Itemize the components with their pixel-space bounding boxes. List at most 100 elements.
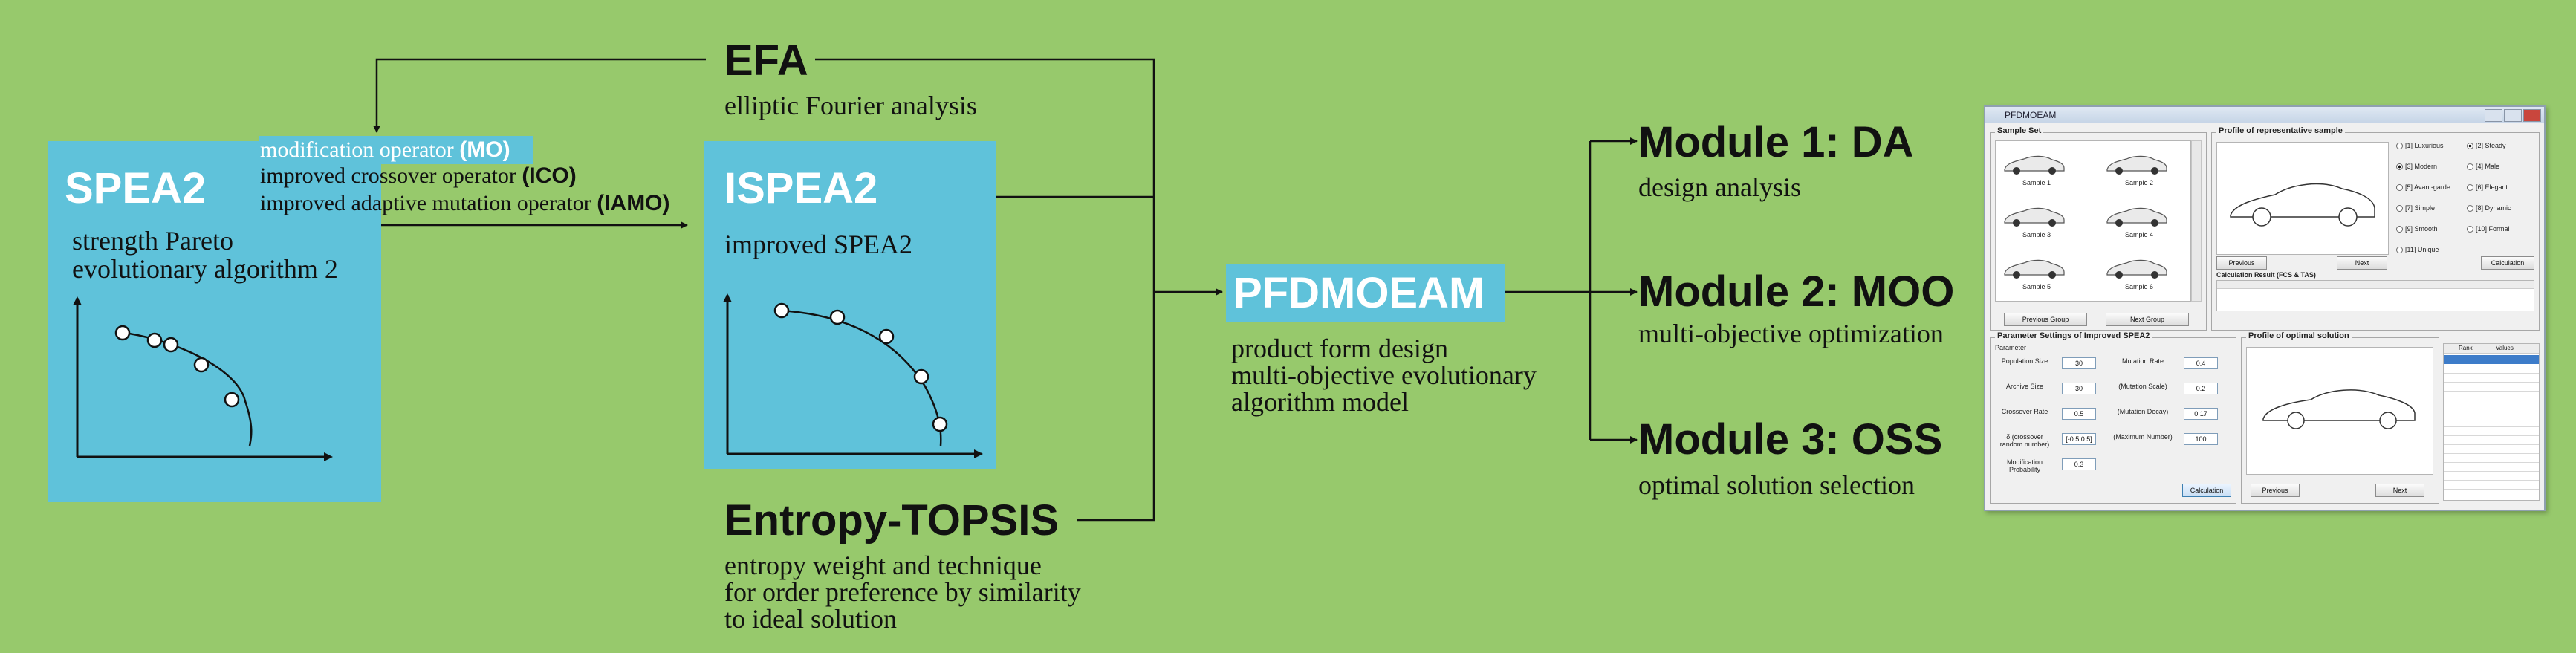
param-label: Mutation Rate (2121, 357, 2164, 365)
param-field[interactable]: 0.4 (2184, 357, 2218, 369)
spea2-title: SPEA2 (65, 164, 207, 212)
pfdmoeam-desc-line1: product form design (1231, 334, 1448, 363)
pareto-point (146, 332, 163, 348)
sample-car-image[interactable] (2104, 202, 2170, 229)
radio-icon[interactable] (2467, 226, 2473, 233)
sample-label: Sample 5 (2022, 283, 2051, 290)
maximize-icon[interactable] (2504, 109, 2522, 122)
adjective-radio-option[interactable]: [10] Formal (2467, 225, 2510, 233)
optimal-canvas (2246, 347, 2433, 475)
efa-feedback-arrow (373, 58, 706, 133)
pfdmoeam-box (1226, 264, 1505, 322)
pareto-point (193, 357, 210, 373)
radio-icon[interactable] (2396, 226, 2403, 233)
efa-entropy-trunk (815, 58, 1155, 522)
selected-row[interactable] (2444, 355, 2539, 364)
adjective-radio-option[interactable]: [5] Avant-garde (2396, 183, 2450, 192)
param-field[interactable]: 30 (2062, 383, 2096, 394)
param-label: δ (crossover random number) (1999, 433, 2050, 448)
close-icon[interactable] (2523, 109, 2541, 122)
adjective-radio-option[interactable]: [11] Unique (2396, 246, 2439, 254)
adjective-radio-option[interactable]: [7] Simple (2396, 204, 2435, 212)
parameter-group: Parameter Settings of Improved SPEA2 Par… (1990, 331, 2236, 504)
param-field[interactable]: 0.17 (2184, 408, 2218, 420)
adjective-radio-option[interactable]: [4] Male (2467, 163, 2499, 171)
efa-title: EFA (724, 36, 808, 85)
previous-group-button[interactable]: Previous Group (2004, 313, 2087, 326)
radio-icon[interactable] (2467, 143, 2473, 150)
pareto-point (878, 328, 895, 345)
adjective-radio-option[interactable]: [2] Steady (2467, 142, 2506, 150)
radio-label: [6] Elegant (2476, 183, 2508, 191)
spea2-desc-line1: strength Pareto (72, 226, 233, 256)
sample-label: Sample 4 (2125, 231, 2154, 238)
sample-car-image[interactable] (2002, 150, 2067, 177)
rank-table-header: Rank (2459, 345, 2473, 351)
param-field[interactable]: 30 (2062, 357, 2096, 369)
sample-car-image[interactable] (2002, 202, 2067, 229)
radio-icon[interactable] (2396, 184, 2403, 192)
module2-desc: multi-objective optimization (1638, 319, 1944, 348)
sample-scrollbar[interactable] (2191, 140, 2202, 302)
sample-label: Sample 6 (2125, 283, 2154, 290)
window-title: PFDMOEAM (2005, 110, 2057, 120)
module1-title: Module 1: DA (1638, 118, 1914, 166)
radio-label: [2] Steady (2476, 142, 2506, 149)
next-button[interactable]: Next (2337, 256, 2387, 270)
calc-result-table (2216, 280, 2534, 311)
param-field[interactable]: 0.2 (2184, 383, 2218, 394)
adjective-radio-option[interactable]: [8] Dynamic (2467, 204, 2511, 212)
param-field[interactable]: [-0.5 0.5] (2062, 433, 2096, 445)
pareto-point (913, 368, 929, 385)
sample-set-label: Sample Set (1995, 126, 2044, 135)
pareto-point (829, 309, 846, 325)
pareto-point (163, 337, 179, 353)
previous-button[interactable]: Previous (2216, 256, 2267, 270)
calc-result-label: Calculation Result (FCS & TAS) (2216, 271, 2316, 279)
radio-label: [11] Unique (2405, 246, 2439, 253)
ispea2-desc: improved SPEA2 (724, 230, 913, 259)
module1-desc: design analysis (1638, 172, 1801, 202)
calculation-button[interactable]: Calculation (2481, 256, 2534, 270)
optimal-car-outline (2262, 389, 2416, 429)
sample-car-image[interactable] (2104, 150, 2170, 177)
pfdmoeam-desc-line3: algorithm model (1231, 387, 1409, 417)
pareto-point (932, 416, 948, 432)
sample-label: Sample 1 (2022, 179, 2051, 186)
param-field[interactable]: 0.3 (2062, 458, 2096, 470)
operator-ico: improved crossover operator (ICO) (260, 163, 577, 188)
module2-title: Module 2: MOO (1638, 267, 1955, 316)
param-label: Crossover Rate (2001, 408, 2048, 415)
pareto-point (224, 392, 240, 408)
radio-icon[interactable] (2396, 205, 2403, 212)
adjective-radio-option[interactable]: [1] Luxurious (2396, 142, 2444, 150)
radio-icon[interactable] (2467, 184, 2473, 192)
next-group-button[interactable]: Next Group (2106, 313, 2189, 326)
optimal-previous-button[interactable]: Previous (2251, 484, 2300, 497)
param-calculation-button[interactable]: Calculation (2182, 484, 2231, 497)
radio-icon[interactable] (2396, 143, 2403, 150)
adjective-radio-option[interactable]: [9] Smooth (2396, 225, 2438, 233)
param-field[interactable]: 0.5 (2062, 408, 2096, 420)
sample-car-image[interactable] (2104, 254, 2170, 281)
rank-table-header (2444, 344, 2459, 353)
radio-icon[interactable] (2396, 247, 2403, 254)
minimize-icon[interactable] (2485, 109, 2502, 122)
radio-label: [9] Smooth (2405, 225, 2438, 233)
adjective-radio-option[interactable]: [3] Modern (2396, 163, 2437, 171)
adjective-radio-option[interactable]: [6] Elegant (2467, 183, 2508, 192)
param-label: Modification Probability (2006, 458, 2043, 473)
ispea2-title: ISPEA2 (724, 164, 878, 212)
radio-icon[interactable] (2396, 163, 2403, 171)
param-label: (Mutation Scale) (2118, 383, 2167, 390)
software-screenshot: PFDMOEAM Sample Set Previous Group Next … (1984, 105, 2546, 511)
radio-icon[interactable] (2467, 205, 2473, 212)
optimal-next-button[interactable]: Next (2375, 484, 2424, 497)
radio-label: [5] Avant-garde (2405, 183, 2450, 191)
operator-iamo: improved adaptive mutation operator (IAM… (260, 191, 670, 215)
pfdmoeam-desc-line2: multi-objective evolutionary (1231, 360, 1537, 390)
window-titlebar: PFDMOEAM (1985, 107, 2544, 123)
param-field[interactable]: 100 (2184, 433, 2218, 445)
radio-icon[interactable] (2467, 163, 2473, 171)
sample-car-image[interactable] (2002, 254, 2067, 281)
